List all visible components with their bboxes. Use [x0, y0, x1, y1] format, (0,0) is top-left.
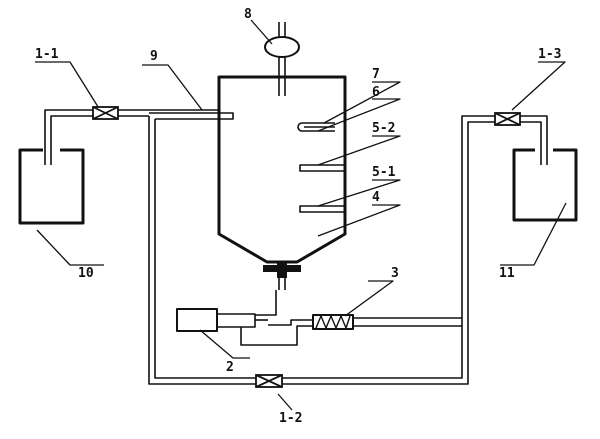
pipe-bottom-right: [282, 115, 495, 385]
port-5-1: [299, 205, 346, 213]
heater-outlet: [353, 317, 462, 327]
valve-1-2: [255, 374, 283, 388]
vessel-drain: [263, 262, 301, 290]
label-3: 3: [391, 266, 399, 281]
label-7: 7: [372, 67, 380, 82]
inlet-pipe: [149, 112, 234, 120]
label-8: 8: [244, 7, 252, 22]
label-1-1: 1-1: [35, 47, 59, 62]
stirrer-motor-icon: [264, 22, 300, 96]
heater-coil-icon: [312, 314, 354, 330]
label-1-3: 1-3: [538, 47, 561, 62]
label-6: 6: [372, 85, 380, 100]
label-11: 11: [499, 266, 515, 281]
label-10: 10: [78, 266, 94, 281]
valve-1-3: [494, 112, 521, 126]
tank-10: [18, 148, 85, 225]
pipe-tank10-outer: [44, 109, 93, 165]
label-1-2: 1-2: [279, 411, 302, 426]
pipe-tank11: [520, 115, 548, 165]
pipe-left-upper: [118, 109, 219, 117]
sensor-6: [297, 122, 335, 132]
label-4: 4: [372, 190, 380, 205]
port-5-2: [299, 164, 346, 172]
tank-11: [512, 148, 578, 222]
valve-1-1: [92, 106, 119, 120]
pump-pipes: [240, 290, 313, 346]
label-5-1: 5-1: [372, 165, 396, 180]
reactor-vessel: [217, 75, 347, 264]
pipe-left-down: [148, 116, 256, 385]
label-5-2: 5-2: [372, 121, 395, 136]
pump-icon: [176, 308, 268, 332]
pipe-tank10-inner: [50, 115, 93, 165]
label-2: 2: [226, 360, 234, 375]
leader-lines: [35, 19, 567, 411]
label-9: 9: [150, 49, 158, 64]
